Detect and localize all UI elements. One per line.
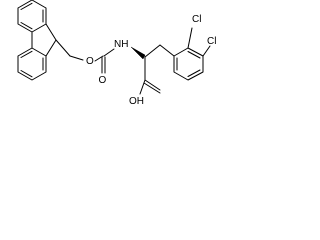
double-bond bbox=[187, 69, 201, 77]
stereo-wedge-bond bbox=[130, 46, 146, 60]
acid-carbonyl-double-bond bbox=[144, 79, 161, 91]
chemical-structure-diagram: O O NH OH Cl bbox=[17, 0, 216, 107]
c9-ch2-bond bbox=[55, 39, 71, 57]
ether-oxygen-label: O bbox=[86, 56, 94, 67]
double-bond bbox=[20, 2, 33, 10]
c-cl-bond bbox=[202, 45, 211, 57]
acid-oh-bond bbox=[139, 79, 146, 95]
alpha-ch2-bond bbox=[144, 44, 161, 58]
ch2-aryl-bond bbox=[159, 44, 175, 57]
double-bond bbox=[20, 70, 33, 78]
fluorenyl-group bbox=[17, 0, 57, 81]
c-cl-bond bbox=[187, 27, 193, 49]
acid-carbonyl-double-bond bbox=[143, 82, 161, 94]
amino-acid-core: OH bbox=[129, 44, 175, 107]
dichlorophenyl-group: Cl Cl bbox=[173, 14, 216, 81]
hydroxyl-label: OH bbox=[129, 96, 144, 107]
fluorene-lower-ring bbox=[17, 47, 47, 81]
fluorene-upper-ring bbox=[17, 0, 47, 33]
fluorene-c9-bond bbox=[45, 23, 57, 41]
carbonyl-oxygen-label: O bbox=[99, 75, 107, 86]
chlorine-upper-label: Cl bbox=[192, 14, 201, 25]
double-bond bbox=[20, 22, 33, 30]
chlorine-lower-label: Cl bbox=[207, 36, 216, 47]
nh-label: NH bbox=[114, 39, 128, 50]
carbonyl-nh-bond bbox=[103, 48, 115, 57]
phenyl-ring bbox=[173, 47, 204, 81]
fmoc-linker: O O NH bbox=[55, 39, 128, 86]
ch2-o-bond bbox=[69, 55, 84, 61]
double-bond bbox=[20, 50, 33, 58]
double-bond bbox=[187, 51, 201, 59]
fluorene-c9-bond bbox=[45, 39, 57, 57]
structure-figure: O O NH OH Cl bbox=[0, 0, 224, 117]
